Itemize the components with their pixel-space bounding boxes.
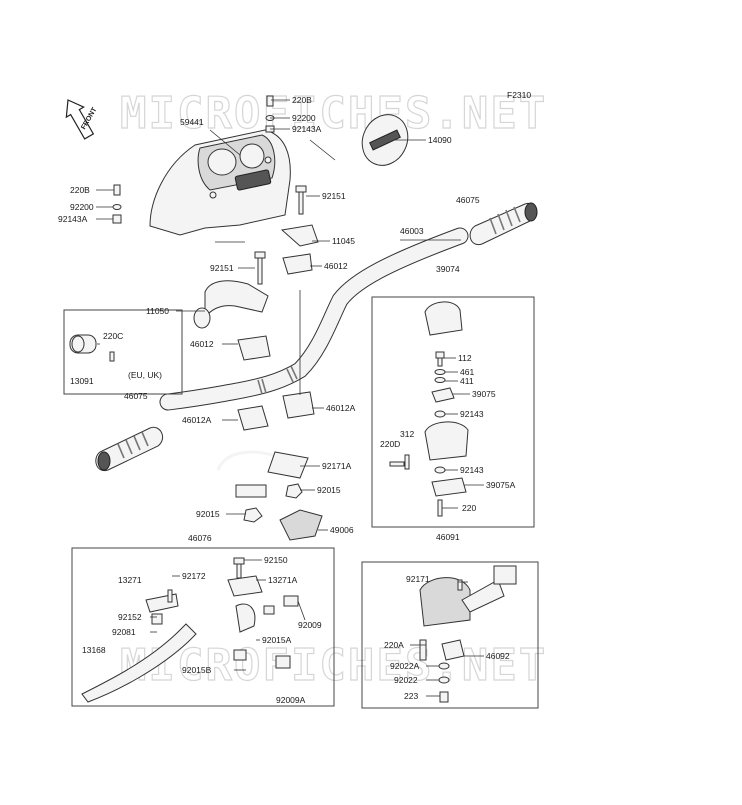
label-46012A-right: 46012A <box>326 403 356 413</box>
label-46092: 46092 <box>486 651 510 661</box>
label-39075A: 39075A <box>486 480 516 490</box>
clamp-inset-box <box>63 309 183 395</box>
label-220D: 220D <box>380 439 400 449</box>
label-13091: 13091 <box>70 376 94 386</box>
label-39075: 39075 <box>472 389 496 399</box>
label-112: 112 <box>458 353 472 363</box>
label-46012-upper: 46012 <box>324 261 348 271</box>
cover-49006-part <box>279 509 323 541</box>
label-92015-upper: 92015 <box>317 485 341 495</box>
brake-lever-46076-part <box>81 557 299 703</box>
label-220B-left: 220B <box>70 185 90 195</box>
clamp-13091-part <box>69 334 115 362</box>
label-92152: 92152 <box>118 612 142 622</box>
nut-92015-upper <box>285 483 303 499</box>
label-312: 312 <box>400 429 414 439</box>
label-220: 220 <box>462 503 476 513</box>
bracket-11050-part <box>204 280 269 320</box>
label-59441: 59441 <box>180 117 204 127</box>
label-13271A: 13271A <box>268 575 298 585</box>
cable-holder-92171a <box>216 450 309 498</box>
label-92200-left: 92200 <box>70 202 94 212</box>
throttle-case-box <box>371 296 535 528</box>
bolt-92151-upper <box>295 185 307 215</box>
label-13271: 13271 <box>118 575 142 585</box>
label-220C: 220C <box>103 331 123 341</box>
holder-46012a-left <box>237 405 269 431</box>
label-92200-top: 92200 <box>292 113 316 123</box>
label-92171A: 92171A <box>322 461 352 471</box>
label-92081: 92081 <box>112 627 136 637</box>
label-14090: 14090 <box>428 135 452 145</box>
label-11045: 11045 <box>332 236 355 246</box>
label-461: 461 <box>460 367 474 377</box>
label-46075-left: 46075 <box>124 391 148 401</box>
label-220A: 220A <box>384 640 404 650</box>
label-49006: 49006 <box>330 525 354 535</box>
label-92150: 92150 <box>264 555 288 565</box>
bolt-92151-left <box>254 251 266 285</box>
label-11050: 11050 <box>146 306 169 316</box>
label-223: 223 <box>404 691 418 701</box>
emblem-14090-part <box>361 114 409 166</box>
label-92015-lower: 92015 <box>196 509 220 519</box>
figure-code: F2310 <box>507 90 531 100</box>
label-92022: 92022 <box>394 675 418 685</box>
label-92015B: 92015B <box>182 665 212 675</box>
label-92015A: 92015A <box>262 635 292 645</box>
label-46003: 46003 <box>400 226 424 236</box>
part-labels: 220B 59441 92200 92143A 14090 220B 92200… <box>58 95 516 705</box>
holder-46012a-right <box>282 391 315 419</box>
watermark-top: MICROFICHES.NET <box>120 88 547 139</box>
label-92151-left: 92151 <box>210 263 234 273</box>
label-92151-upper: 92151 <box>322 191 346 201</box>
holder-46012-upper <box>282 253 313 275</box>
label-92143A-left: 92143A <box>58 214 88 224</box>
label-92009: 92009 <box>298 620 322 630</box>
mirror-mount-part <box>193 307 211 329</box>
label-46091: 46091 <box>436 532 460 542</box>
screw-220b-left <box>112 184 122 224</box>
label-46012A-left: 46012A <box>182 415 212 425</box>
label-39074: 39074 <box>436 264 460 274</box>
grip-46075-left <box>95 426 163 472</box>
label-411: 411 <box>460 376 474 386</box>
handlebar-46003-part <box>159 227 469 411</box>
label-46012-left: 46012 <box>190 339 214 349</box>
label-92022A: 92022A <box>390 661 420 671</box>
label-46076: 46076 <box>188 533 212 543</box>
label-eu-uk: (EU, UK) <box>128 370 162 380</box>
label-13168: 13168 <box>82 645 106 655</box>
throttle-case-39074-part <box>389 301 469 517</box>
label-92143A-top: 92143A <box>292 124 322 134</box>
leader-lines <box>96 99 484 697</box>
label-46075-right: 46075 <box>456 195 480 205</box>
meter-cover-part <box>149 129 291 236</box>
label-92172: 92172 <box>182 571 206 581</box>
label-92143-upper: 92143 <box>460 409 484 419</box>
nut-92015-lower <box>243 507 263 523</box>
holder-46012-left <box>237 335 271 361</box>
front-arrow-icon <box>65 99 95 140</box>
label-92009A: 92009A <box>276 695 306 705</box>
grip-46075-right <box>469 202 538 246</box>
label-92143-lower: 92143 <box>460 465 484 475</box>
brake-lever-box <box>71 547 335 707</box>
watermark-bottom: MICROFICHES.NET <box>120 640 547 691</box>
bracket-11045-part <box>280 224 319 247</box>
switch-46091-box <box>361 561 539 709</box>
label-92171: 92171 <box>406 574 430 584</box>
label-220B-top: 220B <box>292 95 312 105</box>
